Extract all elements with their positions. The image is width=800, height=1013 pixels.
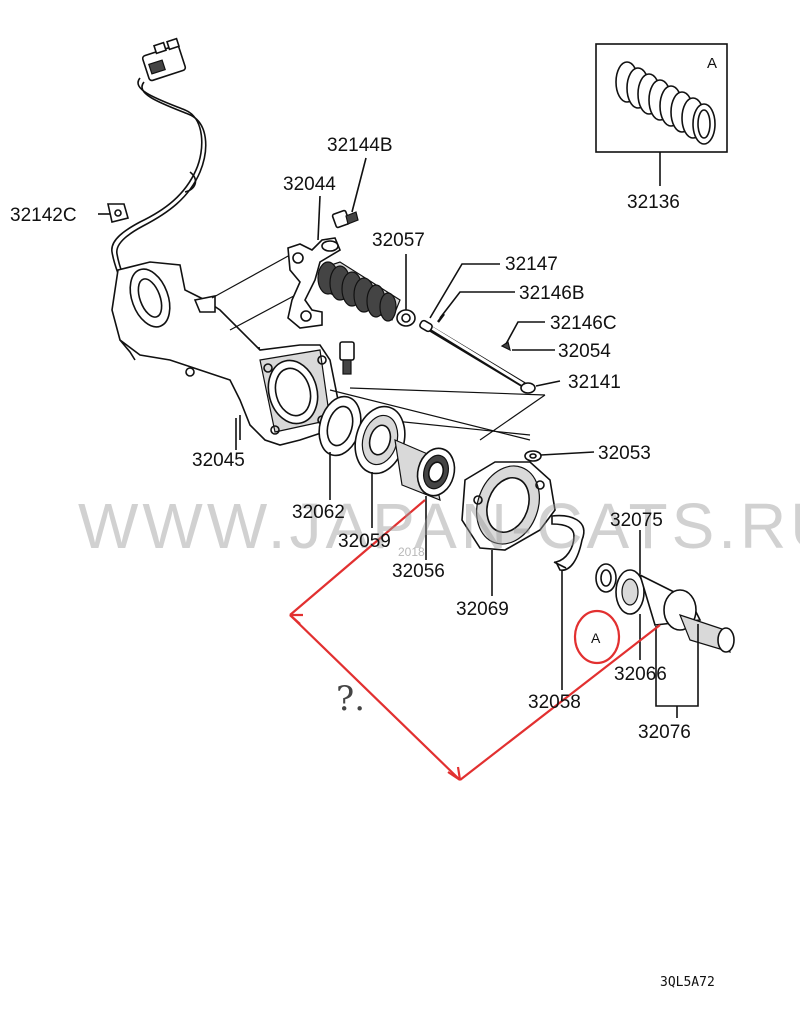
leader-lines [98,157,699,718]
washer-32053 [524,450,542,462]
snap-clip-32058 [551,514,585,571]
label-32075: 32075 [610,510,663,531]
question-annotation: ?. [336,679,365,719]
label-32144B: 32144B [327,135,393,156]
label-32069: 32069 [456,599,509,620]
label-32044: 32044 [283,174,336,195]
callout-circle [573,609,621,665]
spring-coil-icon [615,61,716,145]
label-32141: 32141 [568,372,621,393]
label-32146B: 32146B [519,283,585,304]
wiring-harness [107,37,261,350]
label-32059: 32059 [338,531,391,552]
red-measurement-annotation: A ?. [289,499,661,781]
switch-sensor-icon [339,341,355,375]
extension-case [461,461,556,551]
label-32062: 32062 [292,502,345,523]
label-32057: 32057 [372,230,425,251]
inset-box: A [595,43,728,186]
watermark: WWW.JAPAN-CATS.RU [78,490,800,562]
solenoid-sensor-icon [331,209,359,229]
label-32045: 32045 [192,450,245,471]
connector-plug-icon [141,37,187,82]
label-32058: 32058 [528,692,581,713]
label-32053: 32053 [598,443,651,464]
harness-clip-icon [107,203,129,223]
transfer-housing [111,261,339,446]
diagram-code: 3QL5A72 [660,975,715,990]
label-32136: 32136 [627,192,680,213]
watermark-small: 2018 [398,545,425,559]
label-32076: 32076 [638,722,691,743]
inset-tag: A [707,55,717,72]
callout-tag: A [591,630,601,646]
label-32056: 32056 [392,561,445,582]
shift-rod [419,313,536,394]
rubber-boot-icon [317,261,416,327]
label-32142C: 32142C [10,205,77,226]
label-32066: 32066 [614,664,667,685]
fork-bracket [287,237,342,329]
output-shaft-32076 [595,563,735,653]
label-32054: 32054 [558,341,611,362]
label-32146C: 32146C [550,313,617,334]
gear-sleeve-32056 [394,439,456,501]
label-32147: 32147 [505,254,558,275]
